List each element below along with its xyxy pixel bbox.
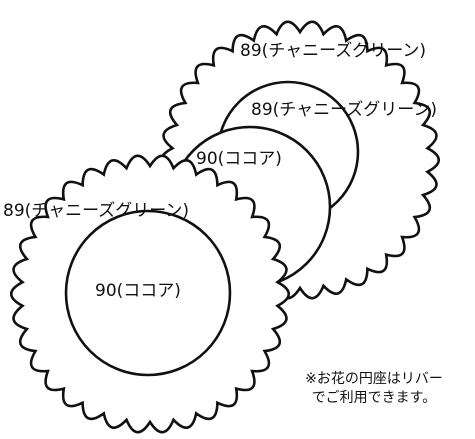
reversible-note: ※お花の円座はリバー でご利用できます。 xyxy=(279,370,469,408)
front-flower-inner-label: 90(ココア) xyxy=(95,281,181,301)
front-flower: 89(チャニーズグリーン) 90(ココア) xyxy=(3,154,291,434)
back-flower-inner-label: 89(チャニーズグリーン) xyxy=(251,100,437,120)
middle-circle-label: 90(ココア) xyxy=(196,149,282,169)
note-line-1: ※お花の円座はリバー xyxy=(305,371,443,387)
note-line-2: でご利用できます。 xyxy=(311,390,437,406)
back-flower-outer-label: 89(チャニーズグリーン) xyxy=(240,41,426,61)
front-flower-outer-label: 89(チャニーズグリーン) xyxy=(3,201,189,221)
front-flower-inner-circle xyxy=(64,209,232,377)
